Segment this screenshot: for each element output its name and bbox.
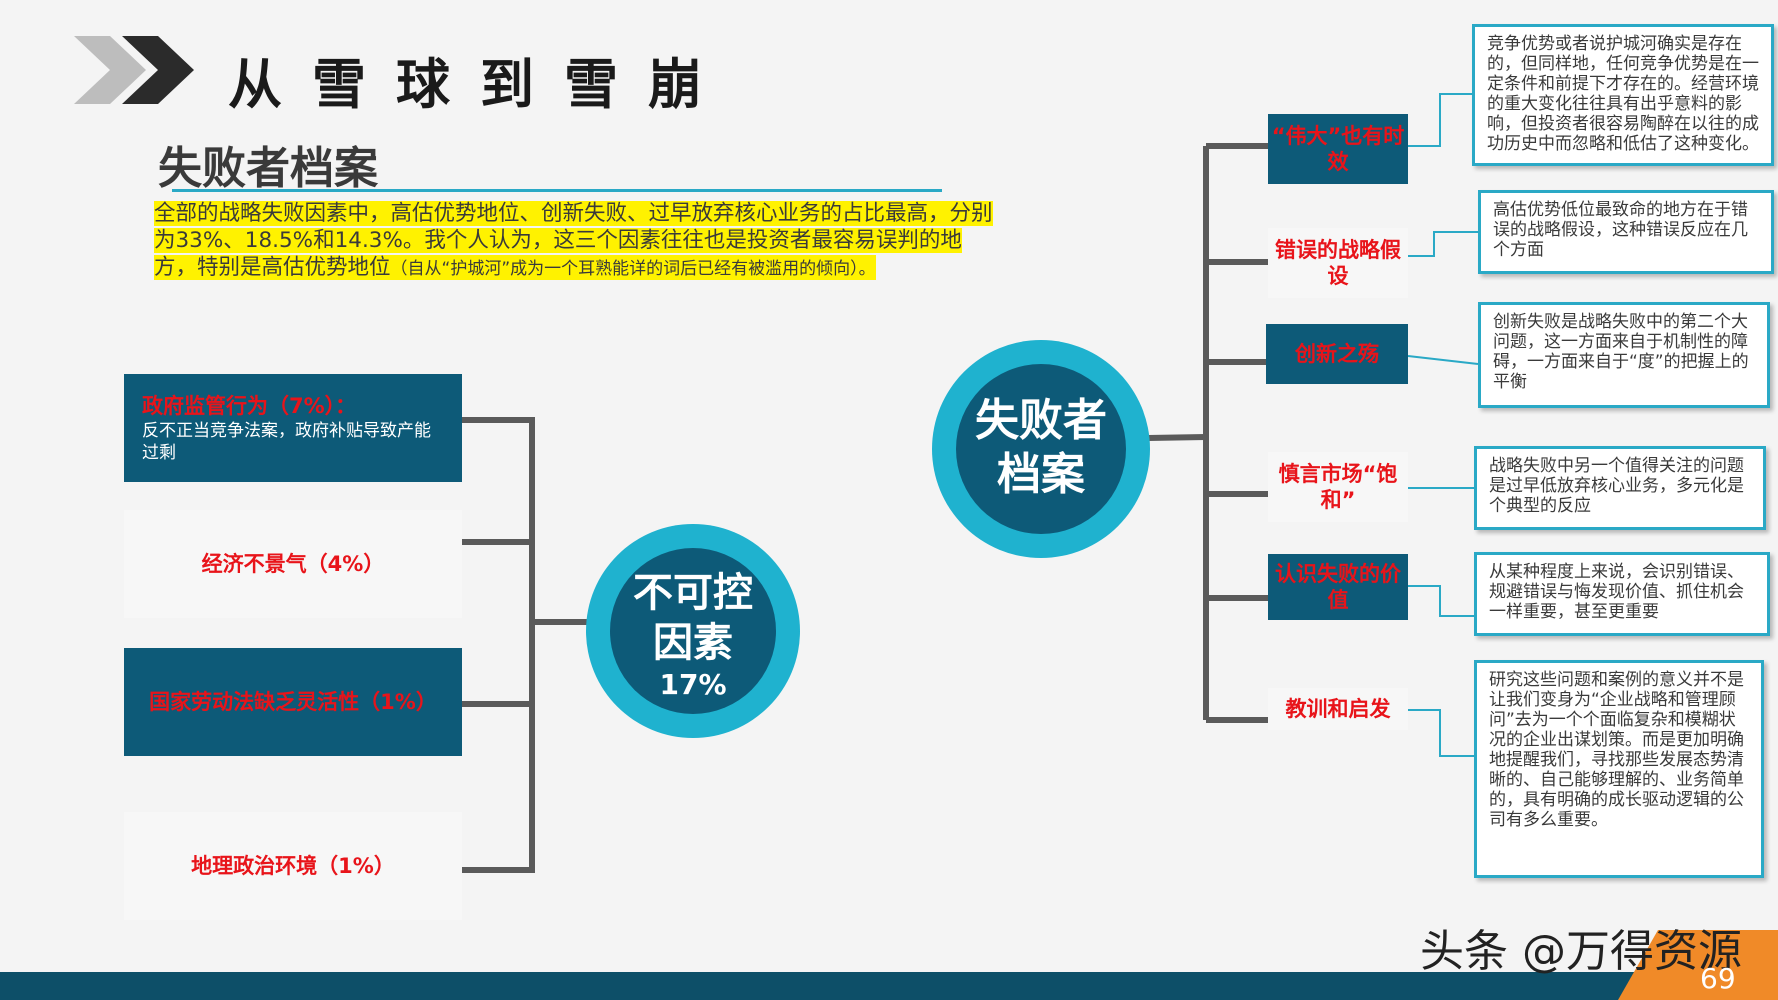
- left-tree-bracket: [462, 417, 535, 873]
- failure-profile-circle: 失败者 档案: [932, 340, 1150, 558]
- category-box-innovation: 创新之殇: [1266, 324, 1408, 384]
- note-box-wrong-assumption: 高估优势低位最致命的地方在于错误的战略假设，这种错误反应在几个方面: [1478, 190, 1774, 274]
- factor-box-geopolitics: 地理政治环境（1%）: [124, 812, 462, 920]
- highlight-paragraph: 全部的战略失败因素中，高估优势地位、创新失败、过早放弃核心业务的占比最高，分别为…: [154, 200, 1000, 283]
- page-number: 69: [1700, 962, 1736, 995]
- section-subtitle: 失败者档案: [158, 143, 378, 194]
- category-box-wrong-assumption: 错误的战略假设: [1268, 228, 1408, 298]
- category-box-failure-value: 认识失败的价值: [1268, 554, 1408, 620]
- footer-bar: [0, 972, 1778, 1000]
- circle-title-line2: 档案: [997, 449, 1085, 500]
- category-box-saturation: 慎言市场“饱和”: [1268, 452, 1408, 522]
- note-box-lessons: 研究这些问题和案例的意义并不是让我们变身为“企业战略和管理顾问”去为一个个面临复…: [1474, 660, 1764, 878]
- note-box-saturation: 战略失败中另一个值得关注的问题是过早低放弃核心业务，多元化是个典型的反应: [1474, 446, 1766, 530]
- highlight-note: （自从“护城河”成为一个耳熟能详的词后已经有被滥用的倾向）。: [390, 259, 876, 279]
- factor-desc: 反不正当竞争法案，政府补贴导致产能过剩: [142, 421, 431, 463]
- footer-accent-shape: [1618, 930, 1778, 1000]
- note-box-innovation: 创新失败是战略失败中的第二个大问题，这一方面来自于机制性的障碍，一方面来自于“度…: [1478, 302, 1770, 408]
- highlight-text: 全部的战略失败因素中，高估优势地位、创新失败、过早放弃核心业务的占比最高，分别为…: [154, 201, 993, 280]
- factor-box-regulation: 政府监管行为（7%）： 反不正当竞争法案，政府补贴导致产能过剩: [124, 374, 462, 482]
- factor-label: 政府监管行为（7%）：: [142, 394, 357, 418]
- watermark-text: 头条 @万得资源: [1420, 926, 1742, 977]
- circle-title-line1: 失败者: [975, 395, 1107, 446]
- factor-box-economy: 经济不景气（4%）: [124, 510, 462, 618]
- factor-label: 经济不景气（4%）: [201, 552, 385, 576]
- factor-label: 地理政治环境（1%）: [191, 854, 395, 878]
- category-box-lessons: 教训和启发: [1268, 688, 1408, 730]
- page-title: 从雪球到雪崩: [228, 53, 732, 116]
- chevron-logo-icon: [74, 36, 194, 104]
- note-box-greatness: 竞争优势或者说护城河确实是存在的，但同样地，任何竞争优势是在一定条件和前提下才存…: [1472, 24, 1774, 166]
- circle-title-line1: 不可控: [633, 570, 753, 616]
- factor-label: 国家劳动法缺乏灵活性（1%）: [149, 690, 437, 714]
- factor-box-labor-law: 国家劳动法缺乏灵活性（1%）: [124, 648, 462, 756]
- circle-percent: 17%: [659, 668, 727, 701]
- note-box-failure-value: 从某种程度上来说，会识别错误、规避错误与悔发现价值、抓住机会一样重要，甚至更重要: [1474, 552, 1770, 636]
- uncontrollable-circle: 不可控 因素 17%: [586, 524, 800, 738]
- right-tree-stem: [1147, 434, 1207, 441]
- subtitle-underline: [172, 189, 942, 192]
- category-box-greatness: “伟大”也有时效: [1268, 114, 1408, 184]
- circle-title-line2: 因素: [653, 620, 733, 666]
